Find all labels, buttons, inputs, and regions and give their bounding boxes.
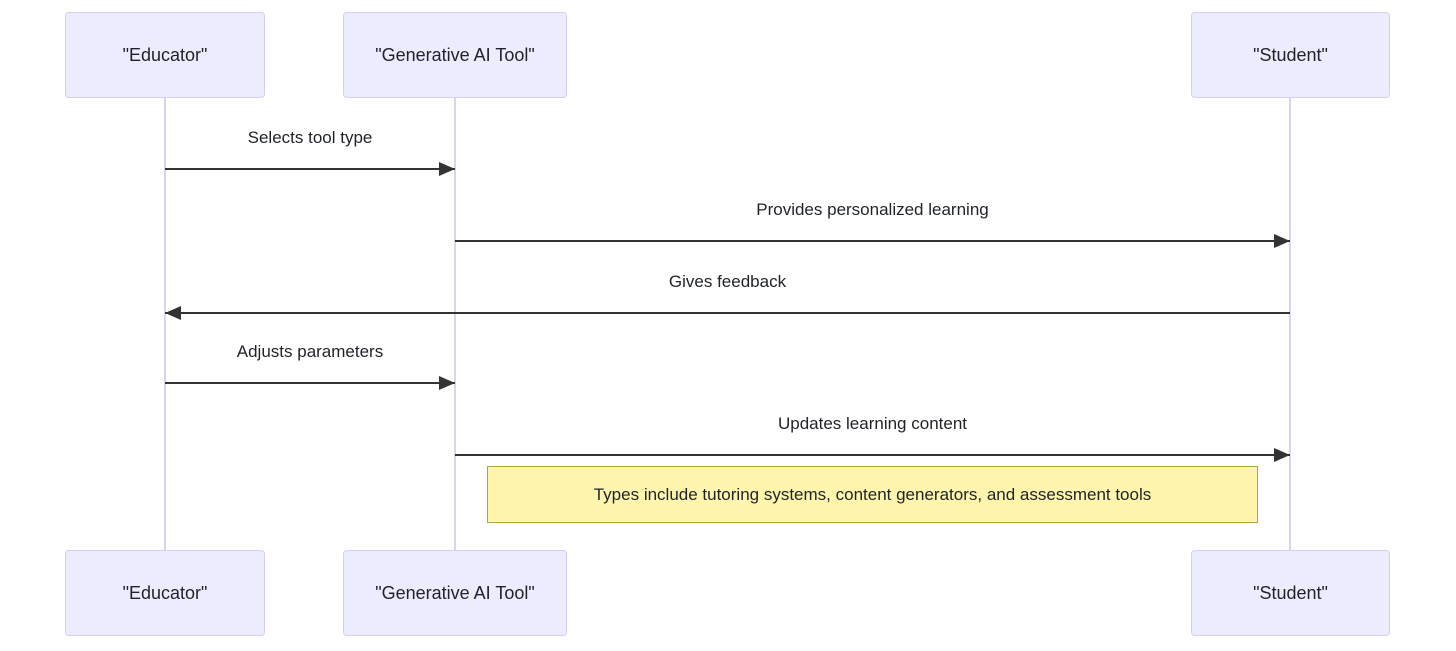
message-3-label: Gives feedback (668, 272, 787, 291)
actor-top-student: "Student" (1191, 12, 1390, 98)
actor-label: "Educator" (122, 582, 208, 603)
actor-bottom-student: "Student" (1191, 550, 1390, 636)
actor-label: "Student" (1253, 44, 1328, 65)
actor-bottom-generative-ai-tool: "Generative AI Tool" (343, 550, 567, 636)
message-1-arrow (165, 162, 455, 176)
actor-label: "Student" (1253, 582, 1328, 603)
arrowhead-right-icon (1274, 448, 1290, 462)
message-5-arrow (455, 448, 1290, 462)
actor-top-educator: "Educator" (65, 12, 265, 98)
actor-label: "Generative AI Tool" (375, 582, 535, 603)
actor-label: "Educator" (122, 44, 208, 65)
message-2-arrow (455, 234, 1290, 248)
arrowhead-right-icon (1274, 234, 1290, 248)
note: Types include tutoring systems, content … (487, 466, 1258, 523)
actor-top-generative-ai-tool: "Generative AI Tool" (343, 12, 567, 98)
message-1-label: Selects tool type (247, 128, 373, 147)
message-2-label: Provides personalized learning (756, 200, 989, 219)
message-5-label: Updates learning content (777, 414, 968, 433)
arrowhead-left-icon (165, 306, 181, 320)
lifeline-student (1289, 98, 1291, 550)
message-4-label: Adjusts parameters (236, 342, 384, 361)
arrowhead-right-icon (439, 162, 455, 176)
message-3-arrow (165, 306, 1290, 320)
note-text: Types include tutoring systems, content … (593, 484, 1152, 504)
actor-label: "Generative AI Tool" (375, 44, 535, 65)
actor-bottom-educator: "Educator" (65, 550, 265, 636)
lifeline-generative-ai-tool (454, 98, 456, 550)
arrowhead-right-icon (439, 376, 455, 390)
message-4-arrow (165, 376, 455, 390)
lifeline-educator (164, 98, 166, 550)
